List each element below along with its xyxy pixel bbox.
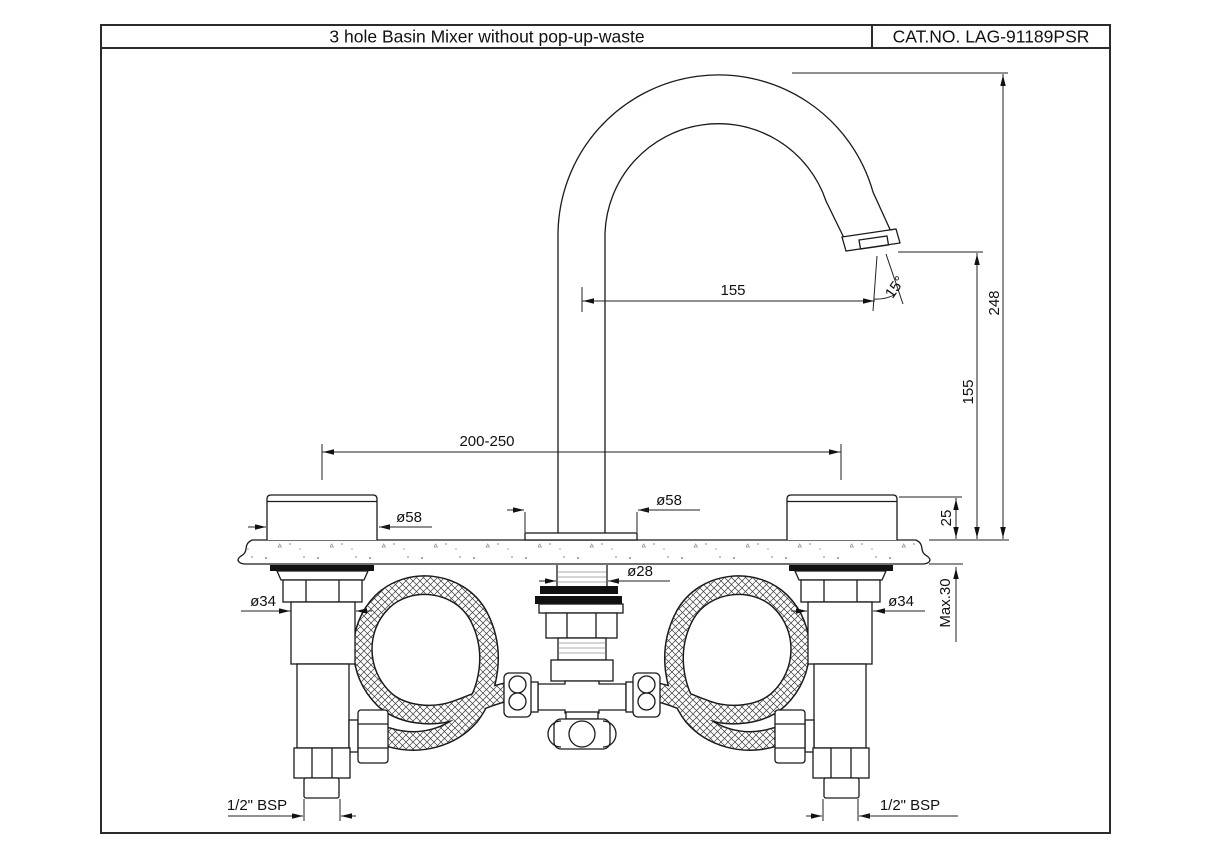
dim-outlet-height: 155 xyxy=(898,251,983,539)
hex-nut xyxy=(545,612,618,639)
flange xyxy=(538,603,624,614)
break-symbol-left xyxy=(237,539,253,565)
valve-body-lower xyxy=(813,663,867,749)
left-valve-assembly xyxy=(270,565,389,799)
side-port xyxy=(804,719,815,753)
flange xyxy=(275,570,370,581)
dim-max-deck-label: Max.30 xyxy=(937,578,954,627)
spout-inner-profile xyxy=(604,123,846,533)
product-title: 3 hole Basin Mixer without pop-up-waste xyxy=(329,27,644,47)
valve-body-upper xyxy=(807,601,873,665)
washer-lower xyxy=(535,596,622,604)
counter-slab xyxy=(237,539,931,565)
dim-hole-spacing-label: 200-250 xyxy=(459,433,514,450)
dim-valve-diameter-left-label: ø34 xyxy=(250,593,276,610)
flange xyxy=(793,570,888,581)
handles xyxy=(266,494,898,540)
connector-block xyxy=(550,659,614,682)
center-shank-assembly xyxy=(503,565,661,750)
dim-handle-diameter-label: ø58 xyxy=(396,509,422,526)
hex-nut xyxy=(282,579,363,603)
dim-handle-height-label: 25 xyxy=(938,510,955,527)
dim-total-height-label: 248 xyxy=(986,290,1003,315)
dim-spout-reach-label: 155 xyxy=(720,282,745,299)
dim-thread-right: 1/2" BSP xyxy=(806,797,958,821)
dim-spout-reach: 155 xyxy=(581,282,875,312)
dim-thread-left: 1/2" BSP xyxy=(227,797,356,821)
hose-right xyxy=(646,575,811,751)
dim-spray-angle: 15° xyxy=(872,253,909,312)
dim-valve-diameter-right: ø34 xyxy=(791,593,925,614)
hex-nut xyxy=(800,579,881,603)
handle-right xyxy=(786,494,898,540)
dim-valve-diameter-right-label: ø34 xyxy=(888,593,914,610)
dim-handle-height: 25 xyxy=(899,496,1009,541)
spout xyxy=(524,74,901,541)
catalog-number: CAT.NO. LAG-91189PSR xyxy=(893,27,1090,47)
spout-nozzle xyxy=(841,228,901,252)
flexible-hoses xyxy=(352,575,811,751)
washer-upper xyxy=(540,586,618,594)
hose-nut xyxy=(357,709,389,764)
dim-spray-angle-label: 15° xyxy=(882,273,909,301)
valve-body-upper xyxy=(290,601,356,665)
dim-spout-base-diameter: ø58 xyxy=(507,492,700,532)
thread-stub xyxy=(303,777,340,799)
dim-handle-diameter: ø58 xyxy=(248,509,432,530)
dim-total-height: 248 xyxy=(792,72,1008,539)
dim-outlet-height-label: 155 xyxy=(960,379,977,404)
hex-collar xyxy=(812,747,870,779)
tee-cross xyxy=(537,680,627,714)
tee-nut-bottom xyxy=(553,718,611,750)
dimension-annotations: 200-250 155 15° 248 xyxy=(227,72,1009,821)
dim-thread-right-label: 1/2" BSP xyxy=(880,797,940,814)
dim-shank-diameter-label: ø28 xyxy=(627,563,653,580)
right-valve-assembly xyxy=(774,565,893,799)
dim-spout-base-diameter-label: ø58 xyxy=(656,492,682,509)
handle-left xyxy=(266,494,378,540)
threaded-tube xyxy=(557,637,607,661)
gasket xyxy=(789,565,893,571)
side-port xyxy=(348,719,359,753)
dim-shank-diameter: ø28 xyxy=(539,563,670,584)
dim-thread-left-label: 1/2" BSP xyxy=(227,797,287,814)
dim-valve-diameter-left: ø34 xyxy=(241,593,372,614)
drawing-frame: 3 hole Basin Mixer without pop-up-waste … xyxy=(100,24,1111,834)
break-symbol-right xyxy=(915,539,931,565)
hose-nut xyxy=(774,709,806,764)
thread-stub xyxy=(823,777,860,799)
gasket xyxy=(270,565,374,571)
spout-base-flange xyxy=(524,532,638,541)
valve-body-lower xyxy=(296,663,350,749)
dim-max-deck-thickness: Max.30 xyxy=(929,563,963,642)
aerator xyxy=(858,235,890,250)
hose-left xyxy=(352,575,517,751)
spout-outer-profile xyxy=(557,74,894,533)
hex-collar xyxy=(293,747,351,779)
dim-hole-spacing: 200-250 xyxy=(321,433,842,480)
